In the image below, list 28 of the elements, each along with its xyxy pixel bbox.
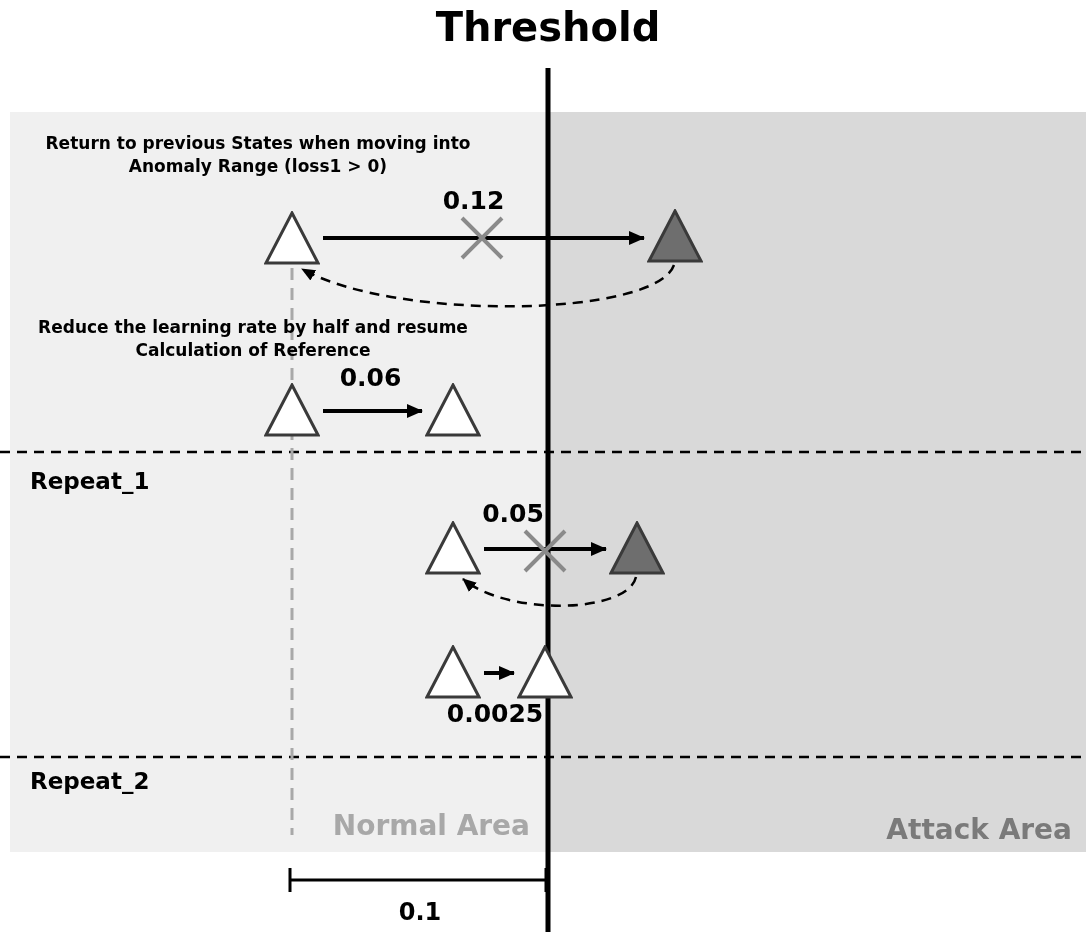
shaded-triangle xyxy=(647,209,703,263)
area-label: Normal Area xyxy=(332,809,530,842)
note-text: Return to previous States when moving into Anomaly Range (loss1 > 0) xyxy=(44,132,472,178)
edge-label: 0.0025 xyxy=(446,699,544,728)
step-arrow xyxy=(484,542,607,556)
step-arrow xyxy=(323,231,645,245)
attack-area-region xyxy=(548,112,1086,852)
area-label: Attack Area xyxy=(886,813,1072,846)
triangle-marker xyxy=(517,645,573,699)
shaded-triangle xyxy=(609,521,665,575)
edge-label: 0.06 xyxy=(339,363,402,392)
section-label: Repeat_2 xyxy=(30,768,150,794)
section-label: Repeat_1 xyxy=(30,468,150,494)
triangle-marker xyxy=(425,645,481,699)
diagram-title: Threshold xyxy=(435,4,661,50)
triangle-marker xyxy=(264,211,320,265)
note-text: Reduce the learning rate by half and resume Calculation of Reference xyxy=(37,316,469,362)
return-arrow xyxy=(301,264,675,308)
return-arrow xyxy=(462,576,638,607)
step-arrow xyxy=(323,404,423,418)
edge-label: 0.05 xyxy=(482,499,544,528)
triangle-marker xyxy=(425,383,481,437)
dimension-label: 0.1 xyxy=(398,898,442,926)
step-arrow xyxy=(484,666,515,680)
triangle-marker xyxy=(264,383,320,437)
triangle-marker xyxy=(425,521,481,575)
normal-area-region xyxy=(10,112,548,852)
edge-label: 0.12 xyxy=(442,186,505,215)
